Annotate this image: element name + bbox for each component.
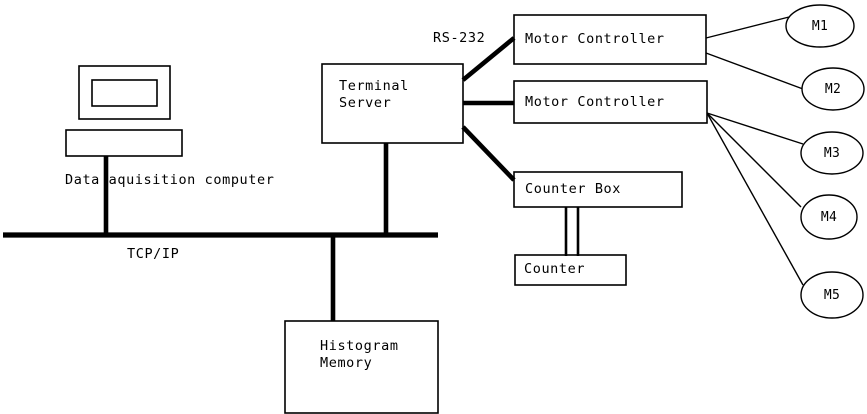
motor-m4-ellipse[interactable] — [800, 194, 858, 240]
motor-m3-label: M3 — [823, 146, 841, 161]
motor-m2-ellipse[interactable] — [801, 67, 865, 111]
motor-m5-label: M5 — [823, 288, 841, 303]
computer-monitor-screen — [91, 79, 158, 107]
link-terminal-server-to-counter-box — [461, 125, 516, 182]
counter-box-label: Counter Box — [525, 181, 622, 197]
histogram-memory-label-line1: Histogram — [320, 338, 399, 354]
motor-m3-ellipse[interactable] — [800, 131, 864, 175]
rs232-label: RS-232 — [433, 30, 486, 46]
motor-m1-label: M1 — [811, 19, 829, 34]
link-motor-controller-1-to-m2 — [705, 52, 804, 90]
computer-base-unit — [65, 129, 183, 157]
link-terminal-server-to-motor-controller-1 — [461, 36, 516, 82]
computer-label: Data aquisition computer — [65, 172, 275, 188]
terminal-server-label-line1: Terminal — [339, 78, 409, 94]
counter-box[interactable] — [513, 171, 683, 208]
terminal-server-box[interactable] — [321, 63, 464, 144]
motor-m2-label: M2 — [824, 82, 842, 97]
motor-m1-ellipse[interactable] — [785, 4, 855, 48]
histogram-memory-label-line2: Memory — [320, 355, 373, 371]
histogram-memory-box[interactable] — [284, 320, 439, 414]
counter-label: Counter — [524, 261, 586, 277]
motor-controller-2-label: Motor Controller — [525, 94, 665, 110]
motor-m4-label: M4 — [820, 210, 838, 225]
link-motor-controller-2-to-m4 — [706, 112, 802, 208]
motor-m5-ellipse[interactable] — [800, 271, 864, 319]
link-motor-controller-1-to-m1 — [705, 16, 790, 39]
tcpip-bus-label: TCP/IP — [127, 246, 180, 262]
terminal-server-label-line2: Server — [339, 95, 392, 111]
link-motor-controller-2-to-m3 — [706, 112, 804, 145]
link-motor-controller-2-to-m5 — [706, 112, 804, 286]
counter-box-unit[interactable] — [514, 254, 627, 286]
motor-controller-1-label: Motor Controller — [525, 31, 665, 47]
